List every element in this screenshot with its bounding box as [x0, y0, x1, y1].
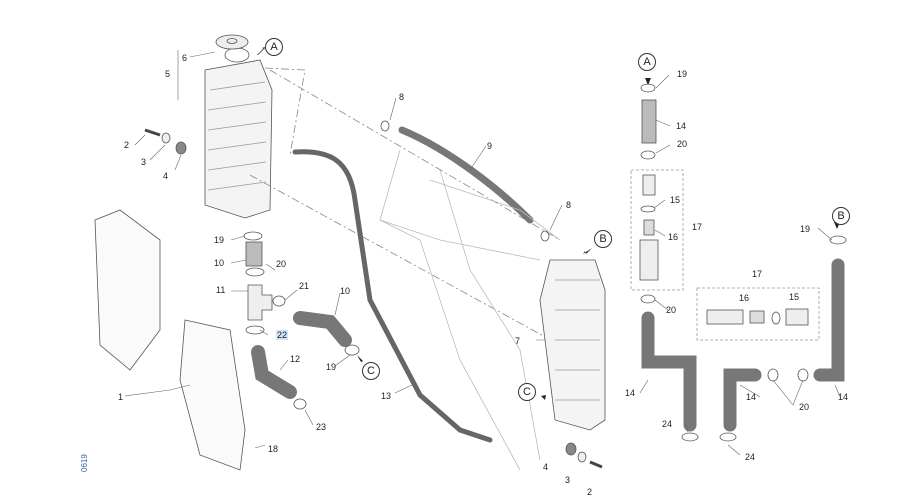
- part-label-17[interactable]: 17: [692, 222, 703, 232]
- part-label-2[interactable]: 2: [124, 140, 130, 150]
- part-label-8[interactable]: 8: [566, 200, 572, 210]
- callout-b-right: B: [832, 207, 850, 225]
- part-label-20[interactable]: 20: [799, 402, 810, 412]
- callout-a-left: A: [265, 38, 283, 56]
- part-label-19[interactable]: 19: [214, 235, 225, 245]
- callout-c-center: C: [362, 362, 380, 380]
- part-label-23[interactable]: 23: [316, 422, 327, 432]
- part-label-17[interactable]: 17: [752, 269, 763, 279]
- part-label-3[interactable]: 3: [565, 475, 571, 485]
- left-screw[interactable]: [144, 128, 161, 137]
- part-label-6[interactable]: 6: [182, 53, 188, 63]
- part-label-10[interactable]: 10: [340, 286, 351, 296]
- callout-b-center: B: [594, 230, 612, 248]
- curved-hose[interactable]: [293, 311, 360, 356]
- part-label-24[interactable]: 24: [662, 419, 673, 429]
- part-label-19[interactable]: 19: [800, 224, 811, 234]
- part-label-20[interactable]: 20: [677, 139, 688, 149]
- horizontal-thermostat[interactable]: [696, 287, 820, 341]
- part-label-11[interactable]: 11: [216, 285, 226, 295]
- right-vertical-stack[interactable]: [630, 83, 684, 304]
- part-label-8[interactable]: 8: [399, 92, 405, 102]
- part-label-20[interactable]: 20: [276, 259, 287, 269]
- drawing-code: 0619: [80, 454, 89, 472]
- part-label-3[interactable]: 3: [141, 157, 147, 167]
- radiator-cap[interactable]: [215, 34, 249, 50]
- part-label-14[interactable]: 14: [676, 121, 687, 131]
- right-grommet[interactable]: [565, 442, 577, 456]
- part-label-4[interactable]: 4: [163, 171, 169, 181]
- part-label-4[interactable]: 4: [543, 462, 549, 472]
- part-label-24[interactable]: 24: [745, 452, 756, 462]
- part-label-22[interactable]: 22: [276, 330, 289, 340]
- part-label-19[interactable]: 19: [677, 69, 688, 79]
- right-spacer[interactable]: [577, 451, 587, 463]
- part-label-5[interactable]: 5: [165, 69, 171, 79]
- part-label-1[interactable]: 1: [118, 392, 124, 402]
- left-spacer[interactable]: [161, 132, 171, 144]
- part-label-2[interactable]: 2: [587, 487, 593, 497]
- part-label-9[interactable]: 9: [487, 141, 493, 151]
- right-screw[interactable]: [589, 460, 603, 469]
- part-label-21[interactable]: 21: [299, 281, 310, 291]
- left-hose-stack[interactable]: [243, 231, 307, 410]
- left-radiator[interactable]: [204, 47, 273, 219]
- right-radiator[interactable]: [539, 259, 606, 431]
- part-label-20[interactable]: 20: [666, 305, 677, 315]
- part-label-16[interactable]: 16: [739, 293, 750, 303]
- part-label-15[interactable]: 15: [670, 195, 681, 205]
- part-label-15[interactable]: 15: [789, 292, 800, 302]
- part-label-13[interactable]: 13: [381, 391, 392, 401]
- part-label-16[interactable]: 16: [668, 232, 679, 242]
- callout-c-right: C: [518, 383, 536, 401]
- radiator-guard[interactable]: [94, 209, 246, 471]
- part-label-7[interactable]: 7: [515, 336, 521, 346]
- part-label-10[interactable]: 10: [214, 258, 225, 268]
- part-label-12[interactable]: 12: [290, 354, 301, 364]
- part-label-14[interactable]: 14: [625, 388, 636, 398]
- callout-a-right: A: [638, 53, 656, 71]
- clamps-right[interactable]: [681, 235, 847, 442]
- long-hose[interactable]: [292, 149, 493, 443]
- part-label-14[interactable]: 14: [838, 392, 849, 402]
- left-grommet[interactable]: [175, 141, 187, 155]
- overflow-hose[interactable]: [380, 120, 550, 242]
- part-label-18[interactable]: 18: [268, 444, 279, 454]
- part-label-14[interactable]: 14: [746, 392, 757, 402]
- part-label-19[interactable]: 19: [326, 362, 337, 372]
- right-hoses[interactable]: [641, 258, 845, 432]
- frame: [379, 149, 561, 471]
